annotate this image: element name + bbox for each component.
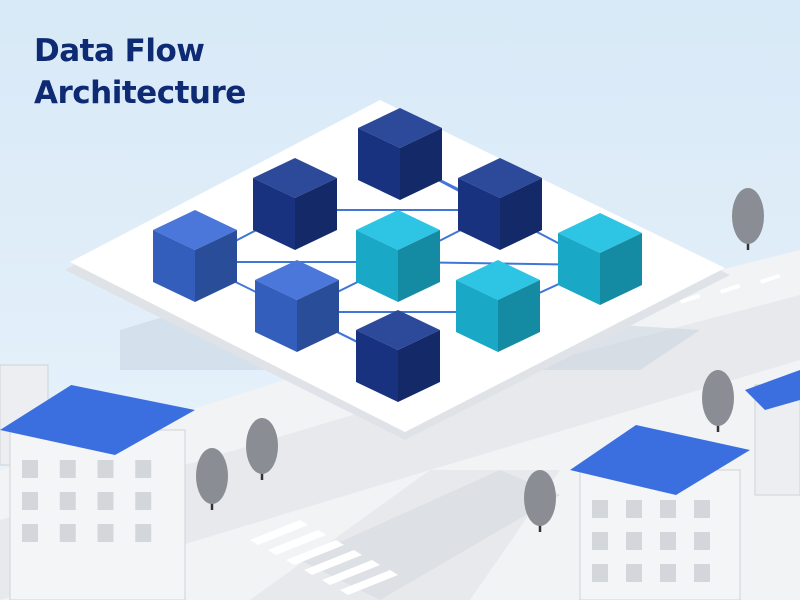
title-line-1: Data Flow bbox=[34, 33, 205, 69]
window bbox=[135, 524, 152, 542]
data-node-n7 bbox=[153, 210, 237, 302]
cube-right bbox=[295, 178, 337, 250]
data-node-n2 bbox=[458, 158, 542, 250]
cube-left bbox=[253, 178, 295, 250]
lane-marking bbox=[760, 273, 781, 284]
window bbox=[694, 532, 710, 550]
cube-right bbox=[398, 230, 440, 302]
tree-canopy bbox=[196, 448, 228, 504]
window bbox=[660, 564, 676, 582]
window bbox=[626, 564, 642, 582]
window bbox=[97, 460, 114, 478]
tree-canopy bbox=[732, 188, 764, 244]
tree-canopy bbox=[702, 370, 734, 426]
window bbox=[59, 492, 76, 510]
window bbox=[97, 524, 114, 542]
data-node-n3 bbox=[558, 213, 642, 305]
data-node-n6 bbox=[456, 260, 540, 352]
diagram-title: Data Flow Architecture bbox=[34, 30, 246, 114]
window bbox=[59, 460, 76, 478]
cube-left bbox=[558, 233, 600, 305]
window bbox=[135, 492, 152, 510]
cube-left bbox=[358, 128, 400, 200]
buildings-layer bbox=[0, 364, 800, 600]
window bbox=[592, 532, 608, 550]
data-node-n5 bbox=[356, 210, 440, 302]
window bbox=[626, 532, 642, 550]
window bbox=[626, 500, 642, 518]
window bbox=[22, 460, 38, 478]
building-right-edge-roof bbox=[745, 370, 800, 410]
cube-right bbox=[498, 280, 540, 352]
window bbox=[59, 524, 76, 542]
cube-right bbox=[500, 178, 542, 250]
data-node-n4 bbox=[253, 158, 337, 250]
trees-layer bbox=[196, 188, 764, 532]
cube-right bbox=[398, 330, 440, 402]
title-line-2: Architecture bbox=[34, 75, 246, 111]
window bbox=[660, 500, 676, 518]
crosswalk-stripe bbox=[304, 550, 362, 575]
window bbox=[694, 500, 710, 518]
data-nodes bbox=[153, 108, 642, 402]
crosswalk-stripe bbox=[250, 520, 308, 545]
tree-canopy bbox=[246, 418, 278, 474]
cube-left bbox=[458, 178, 500, 250]
building-left-wall bbox=[9, 429, 186, 600]
main-road bbox=[0, 295, 800, 600]
window bbox=[694, 564, 710, 582]
window bbox=[135, 460, 152, 478]
cube-right bbox=[297, 280, 339, 352]
window bbox=[97, 492, 114, 510]
window bbox=[660, 532, 676, 550]
data-node-n8 bbox=[255, 260, 339, 352]
cube-left bbox=[356, 230, 398, 302]
cube-right bbox=[600, 233, 642, 305]
lane-marking bbox=[720, 283, 741, 294]
lane-marking bbox=[680, 293, 701, 304]
cube-right bbox=[400, 128, 442, 200]
cube-left bbox=[356, 330, 398, 402]
crosswalk-stripe bbox=[286, 540, 344, 565]
data-node-n1 bbox=[358, 108, 442, 200]
crosswalk-stripe bbox=[322, 560, 380, 585]
cube-left bbox=[153, 230, 195, 302]
building-right-roof bbox=[570, 425, 750, 495]
window bbox=[22, 492, 38, 510]
tree-canopy bbox=[524, 470, 556, 526]
window bbox=[592, 500, 608, 518]
cube-right bbox=[195, 230, 237, 302]
building-left-roof bbox=[0, 385, 195, 455]
data-node-n9 bbox=[356, 310, 440, 402]
cube-left bbox=[255, 280, 297, 352]
crosswalk-stripe bbox=[268, 530, 326, 555]
cube-left bbox=[456, 280, 498, 352]
crosswalk-stripe bbox=[340, 570, 398, 595]
window bbox=[592, 564, 608, 582]
window bbox=[22, 524, 38, 542]
